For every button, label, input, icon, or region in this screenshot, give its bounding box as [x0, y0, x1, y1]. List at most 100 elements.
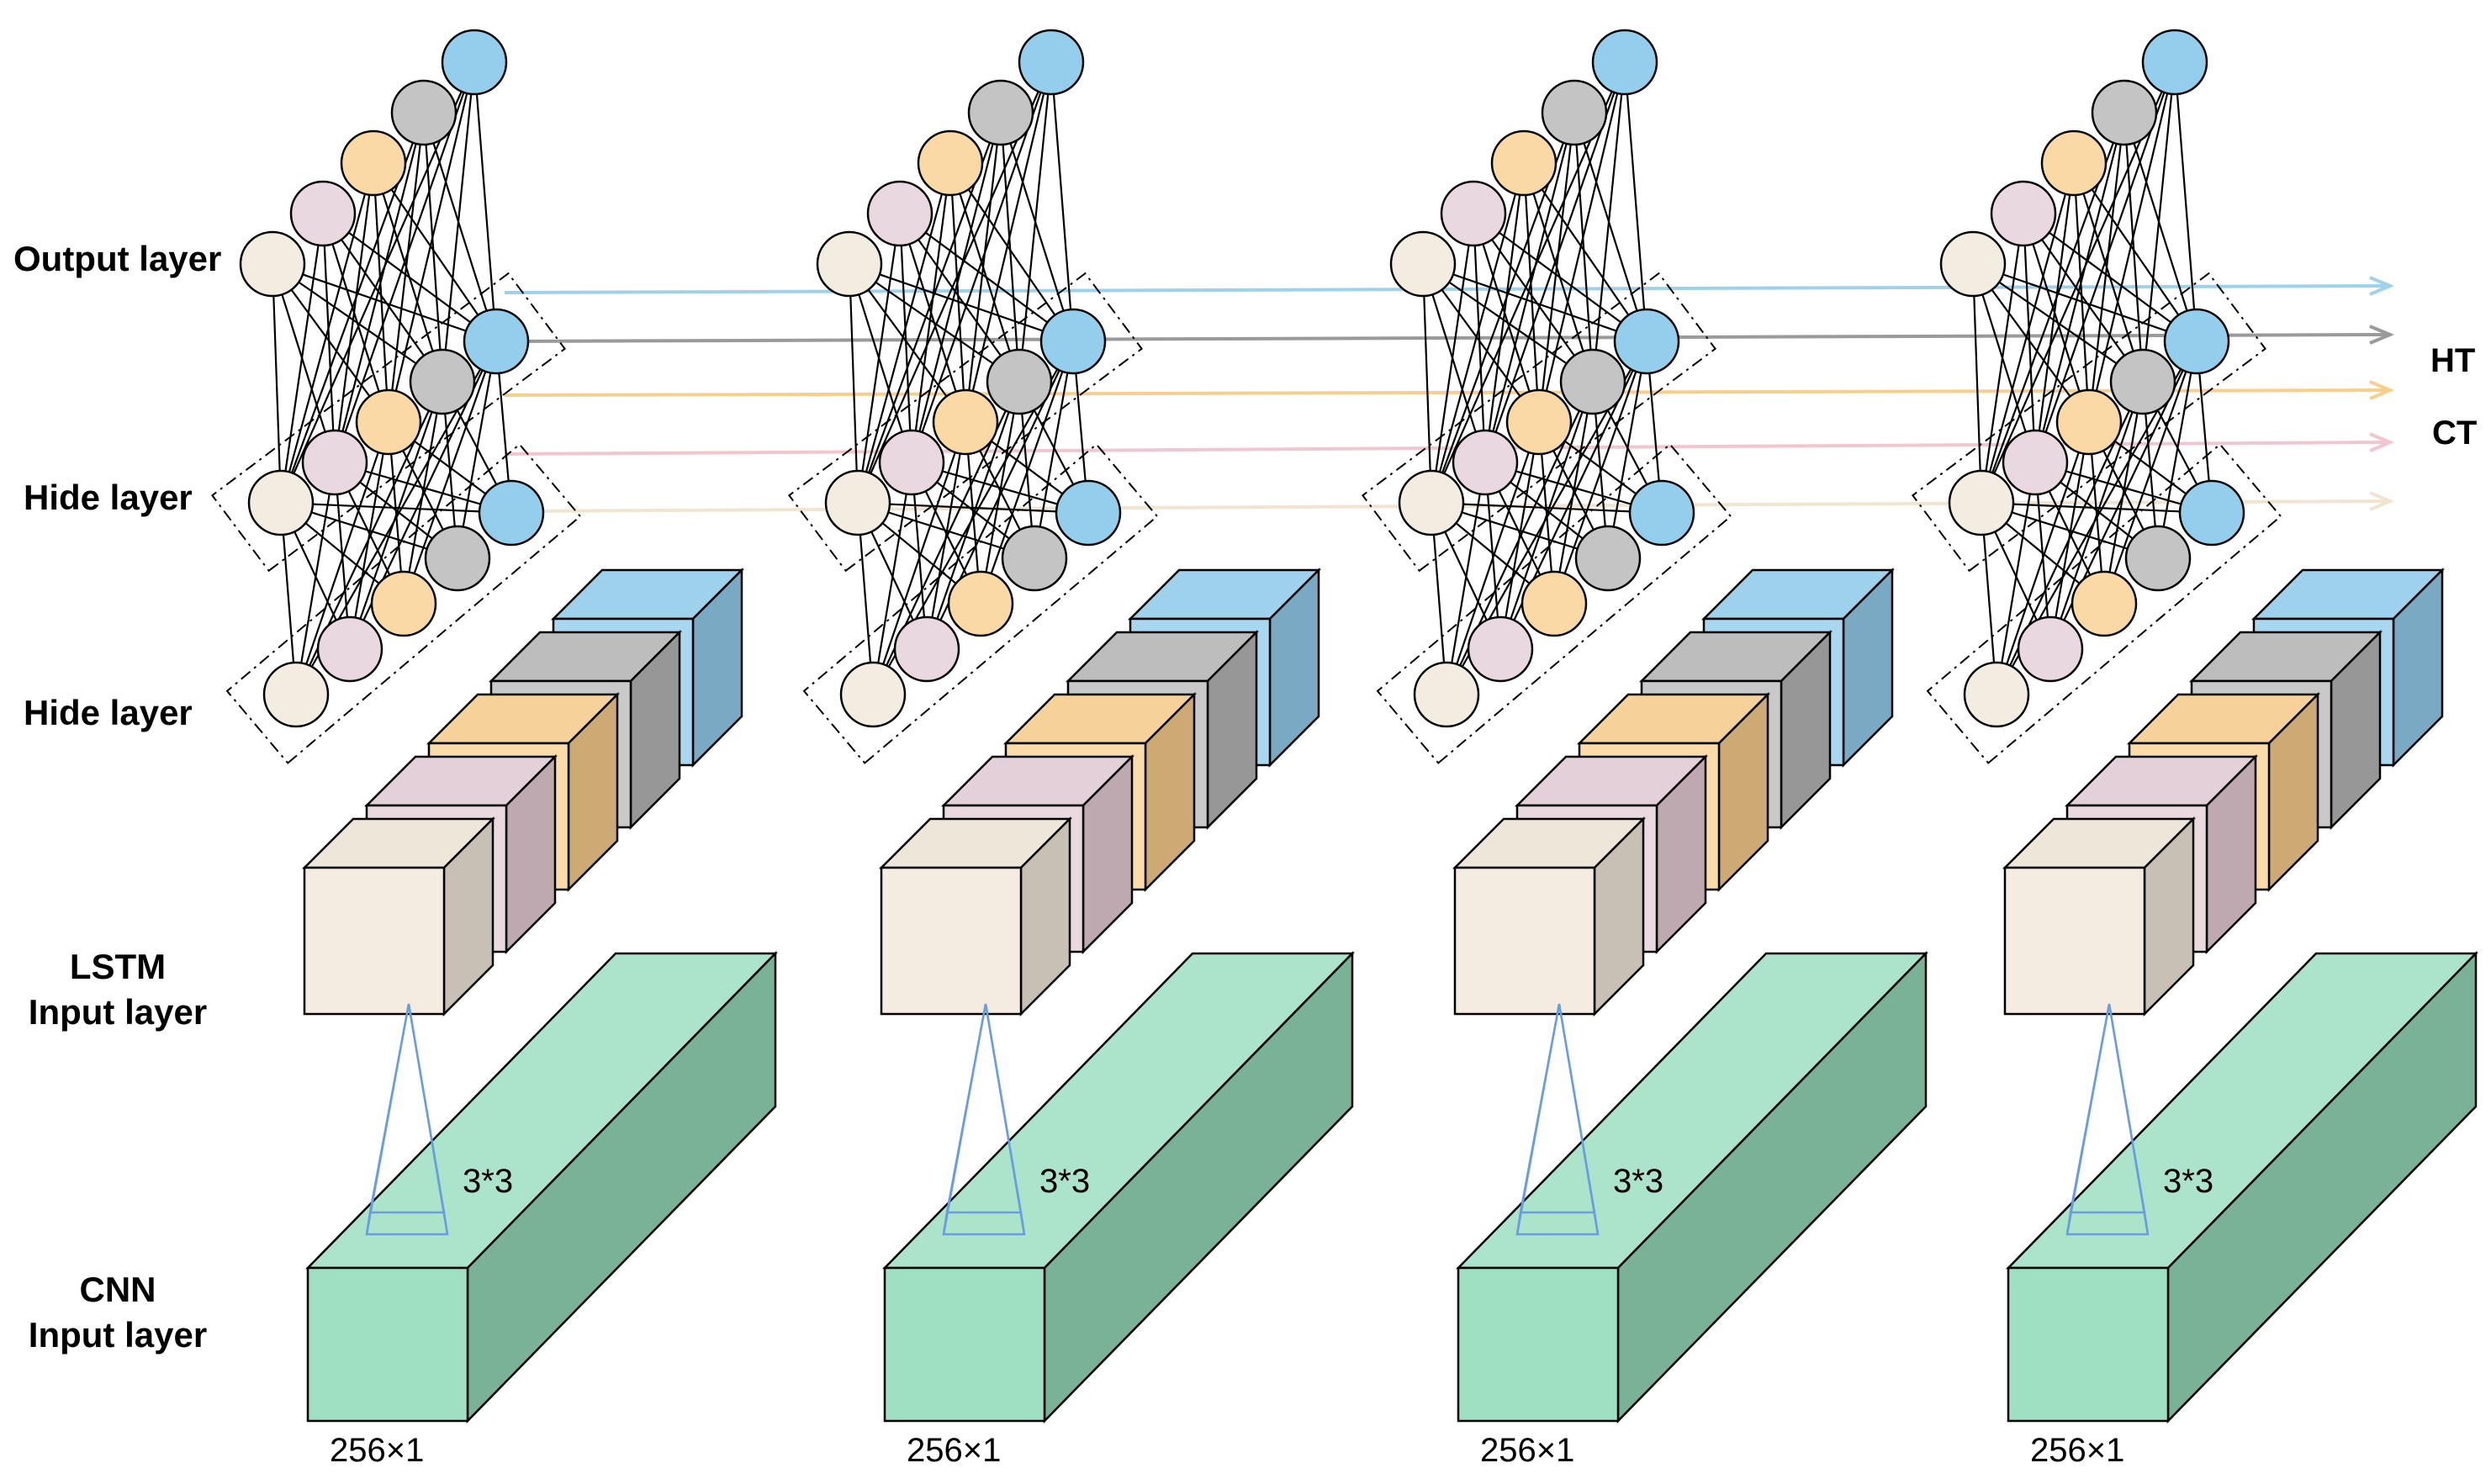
hidden-neuron-upper [2002, 429, 2069, 496]
kernel-pyramid [942, 1003, 1026, 1236]
hidden-neuron-lower [893, 615, 960, 683]
hidden-neuron-lower [1055, 479, 1122, 547]
ct-label: CT [2432, 415, 2477, 452]
output-neuron [1440, 180, 1507, 247]
kernel-pyramid [365, 1003, 449, 1236]
output-neuron [1939, 230, 2007, 298]
ht-arrow-blue [504, 286, 2390, 293]
cnn-block-front [2007, 1266, 2170, 1423]
hide-layer-label-lower: Hide layer [24, 693, 193, 732]
network-units: 3*3 256×1 3*3 256×1 3*3 256×1 3*3 256×1 [210, 29, 2478, 1469]
output-neuron [239, 230, 306, 298]
output-neuron [2141, 29, 2208, 96]
hidden-neuron-upper [1948, 469, 2015, 536]
hidden-neuron-upper [1505, 388, 1573, 456]
hidden-neuron-upper [1039, 308, 1107, 375]
hidden-neuron-lower [1963, 661, 2030, 728]
output-neuron [340, 129, 407, 197]
hidden-neuron-lower [839, 661, 907, 728]
lstm-cube-front [303, 866, 446, 1016]
hidden-neuron-lower [1521, 570, 1588, 637]
ht-label: HT [2430, 342, 2475, 379]
kernel-size-label: 3*3 [1039, 1163, 1090, 1200]
hidden-neuron-lower [424, 525, 491, 592]
output-neuron [390, 79, 457, 146]
hidden-neuron-upper [409, 348, 476, 415]
lstm-cnn-unit: 3*3 256×1 [1911, 29, 2478, 1469]
kernel-pyramid [1515, 1003, 1600, 1236]
hidden-neuron-upper [1559, 348, 1626, 415]
hidden-neuron-lower [1413, 661, 1480, 728]
hidden-neuron-upper [301, 429, 368, 496]
lstm-cube-front [2003, 866, 2146, 1016]
hidden-neuron-upper [986, 348, 1053, 415]
hidden-neuron-upper [2055, 388, 2123, 456]
hidden-neuron-lower [1467, 615, 1534, 683]
input-dimension-label: 256×1 [2030, 1432, 2124, 1469]
hidden-neuron-upper [247, 469, 315, 536]
output-neuron [2091, 79, 2158, 146]
cnn-block-front [1457, 1266, 1620, 1423]
output-neuron [816, 230, 883, 298]
hidden-neuron-lower [2071, 570, 2138, 637]
kernel-size-label: 3*3 [2163, 1163, 2213, 1200]
output-neuron [1541, 79, 1608, 146]
hidden-neuron-lower [370, 570, 437, 637]
hidden-neuron-upper [1398, 469, 1465, 536]
hidden-neuron-upper [2109, 348, 2176, 415]
hidden-neuron-upper [463, 308, 530, 375]
hidden-neuron-upper [2163, 308, 2230, 375]
lstm-cnn-unit: 3*3 256×1 [210, 29, 778, 1469]
hidden-neuron-upper [1452, 429, 1519, 496]
hidden-neuron-lower [316, 615, 383, 683]
hidden-neuron-lower [2124, 525, 2192, 592]
hidden-neuron-lower [262, 661, 330, 728]
kernel-size-label: 3*3 [463, 1163, 513, 1200]
output-neuron [1990, 180, 2057, 247]
lstm-cube-front [1453, 866, 1596, 1016]
output-neuron [1591, 29, 1658, 96]
hidden-neuron-upper [878, 429, 945, 496]
output-neuron [866, 180, 933, 247]
hidden-neuron-upper [1613, 308, 1680, 375]
hidden-neuron-lower [947, 570, 1014, 637]
hidden-neuron-lower [478, 479, 545, 547]
hidden-neuron-lower [1574, 525, 1642, 592]
kernel-size-label: 3*3 [1613, 1163, 1663, 1200]
hidden-layer-frames [1362, 272, 1732, 764]
input-dimension-label: 256×1 [1480, 1432, 1574, 1469]
hidden-layer-frames [788, 272, 1159, 764]
hidden-layer-frames [1911, 272, 2282, 764]
output-neuron [1018, 29, 1085, 96]
hidden-neuron-lower [1001, 525, 1068, 592]
output-neuron [2040, 129, 2108, 197]
output-neuron [289, 180, 357, 247]
output-neuron [1490, 129, 1558, 197]
hidden-neuron-lower [2017, 615, 2084, 683]
cnn-label: CNN [80, 1270, 156, 1309]
output-layer-label: Output layer [13, 239, 221, 278]
hidden-neuron-lower [1628, 479, 1695, 547]
hidden-neuron-lower [2178, 479, 2245, 547]
lstm-cnn-unit: 3*3 256×1 [788, 29, 1355, 1469]
lstm-input-layer-label: Input layer [29, 992, 207, 1032]
lstm-label: LSTM [70, 947, 166, 986]
output-neuron [1389, 230, 1457, 298]
hidden-neuron-upper [824, 469, 891, 536]
hidden-neuron-upper [932, 388, 999, 456]
cnn-block-front [883, 1266, 1046, 1423]
output-neuron [967, 79, 1034, 146]
lstm-cube-front [880, 866, 1023, 1016]
output-neuron [441, 29, 508, 96]
hidden-layer-frames [210, 272, 582, 764]
input-dimension-label: 256×1 [330, 1432, 424, 1469]
lstm-cnn-unit: 3*3 256×1 [1362, 29, 1928, 1469]
output-neuron [917, 129, 984, 197]
cnn-block-front [306, 1266, 469, 1423]
hidden-neuron-upper [355, 388, 422, 456]
input-dimension-label: 256×1 [907, 1432, 1001, 1469]
kernel-pyramid [2065, 1003, 2150, 1236]
hide-layer-label-upper: Hide layer [24, 478, 193, 517]
cnn-input-layer-label: Input layer [29, 1315, 207, 1355]
